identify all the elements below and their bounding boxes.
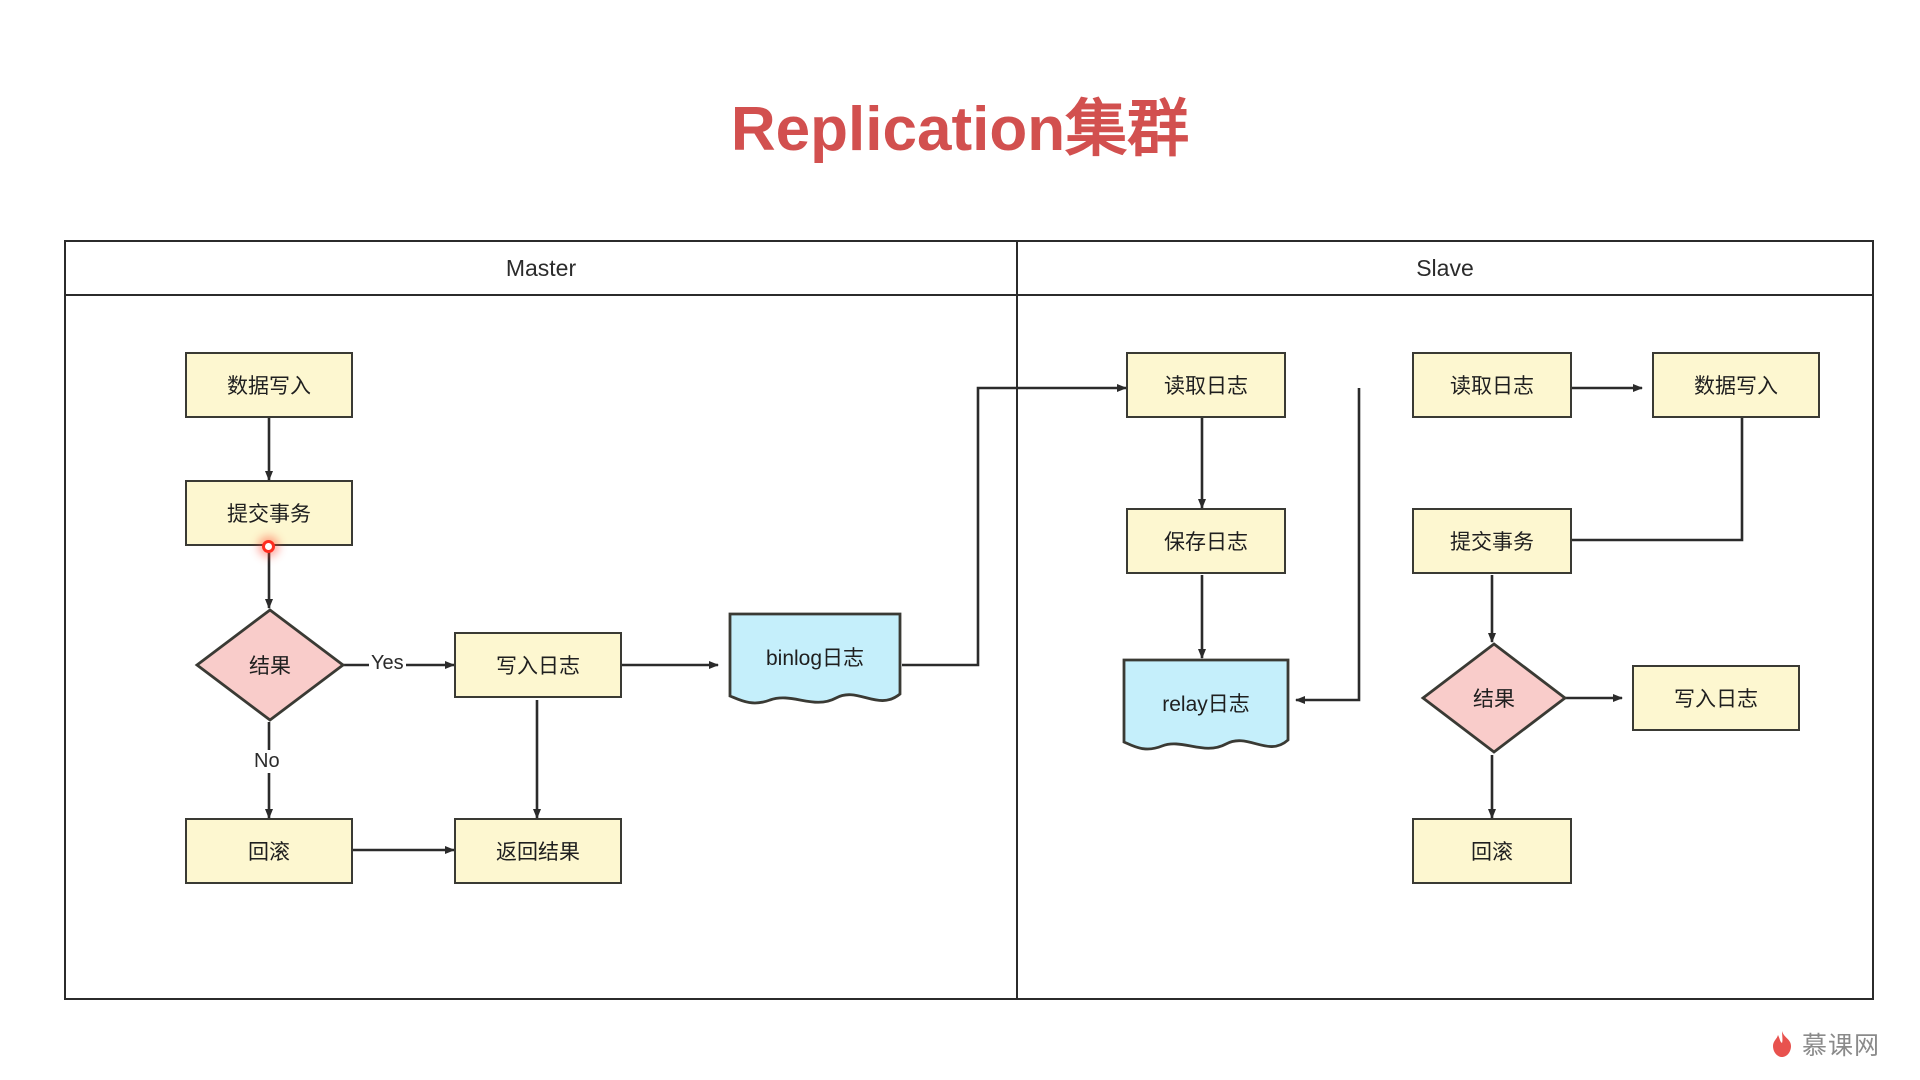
node-master-binlog[interactable]: binlog日志 [728, 612, 902, 712]
page-title: Replication集群 [730, 95, 1190, 164]
watermark-text: 慕课网 [1801, 1032, 1880, 1060]
edge-label-yes: Yes [369, 652, 406, 675]
node-label: 数据写入 [1694, 375, 1778, 398]
node-slave-write-data[interactable]: 数据写入 [1652, 352, 1820, 418]
node-slave-write-log[interactable]: 写入日志 [1632, 665, 1800, 731]
node-label: 数据写入 [227, 375, 311, 398]
node-label: 结果 [1473, 688, 1515, 711]
node-master-commit[interactable]: 提交事务 [185, 480, 353, 546]
edge-label-no: No [252, 750, 282, 773]
panel-divider [1016, 242, 1018, 998]
node-label: 结果 [249, 655, 291, 678]
node-slave-result[interactable]: 结果 [1420, 641, 1568, 755]
watermark: 慕课网 [1769, 1026, 1880, 1062]
node-label: 读取日志 [1164, 375, 1248, 398]
node-label: 返回结果 [496, 841, 580, 864]
panel-title-master: Master [505, 254, 577, 281]
node-master-rollback[interactable]: 回滚 [185, 818, 353, 884]
node-master-result[interactable]: 结果 [194, 607, 346, 723]
cluster-frame [64, 240, 1874, 1000]
panel-header-master: Master [66, 242, 1016, 296]
node-slave-save-log[interactable]: 保存日志 [1126, 508, 1286, 574]
node-slave-read-log-2[interactable]: 读取日志 [1412, 352, 1572, 418]
node-label: 读取日志 [1450, 375, 1534, 398]
node-label: 回滚 [248, 841, 290, 864]
node-slave-commit[interactable]: 提交事务 [1412, 508, 1572, 574]
panel-header-slave: Slave [1018, 242, 1872, 296]
node-label: 写入日志 [1674, 688, 1758, 711]
node-master-write-log[interactable]: 写入日志 [454, 632, 622, 698]
node-label: binlog日志 [765, 647, 865, 670]
panel-title-slave: Slave [1416, 254, 1474, 281]
node-label: 提交事务 [227, 503, 311, 526]
cursor-marker-dot [262, 540, 275, 553]
node-slave-relay-log[interactable]: relay日志 [1122, 658, 1290, 758]
node-master-write-data[interactable]: 数据写入 [185, 352, 353, 418]
node-label: relay日志 [1162, 693, 1250, 716]
node-label: 提交事务 [1450, 531, 1534, 554]
node-label: 保存日志 [1164, 531, 1248, 554]
node-master-return-result[interactable]: 返回结果 [454, 818, 622, 884]
node-slave-rollback[interactable]: 回滚 [1412, 818, 1572, 884]
node-label: 回滚 [1471, 841, 1513, 864]
node-label: 写入日志 [496, 655, 580, 678]
flame-icon [1769, 1030, 1795, 1058]
node-slave-read-log-1[interactable]: 读取日志 [1126, 352, 1286, 418]
